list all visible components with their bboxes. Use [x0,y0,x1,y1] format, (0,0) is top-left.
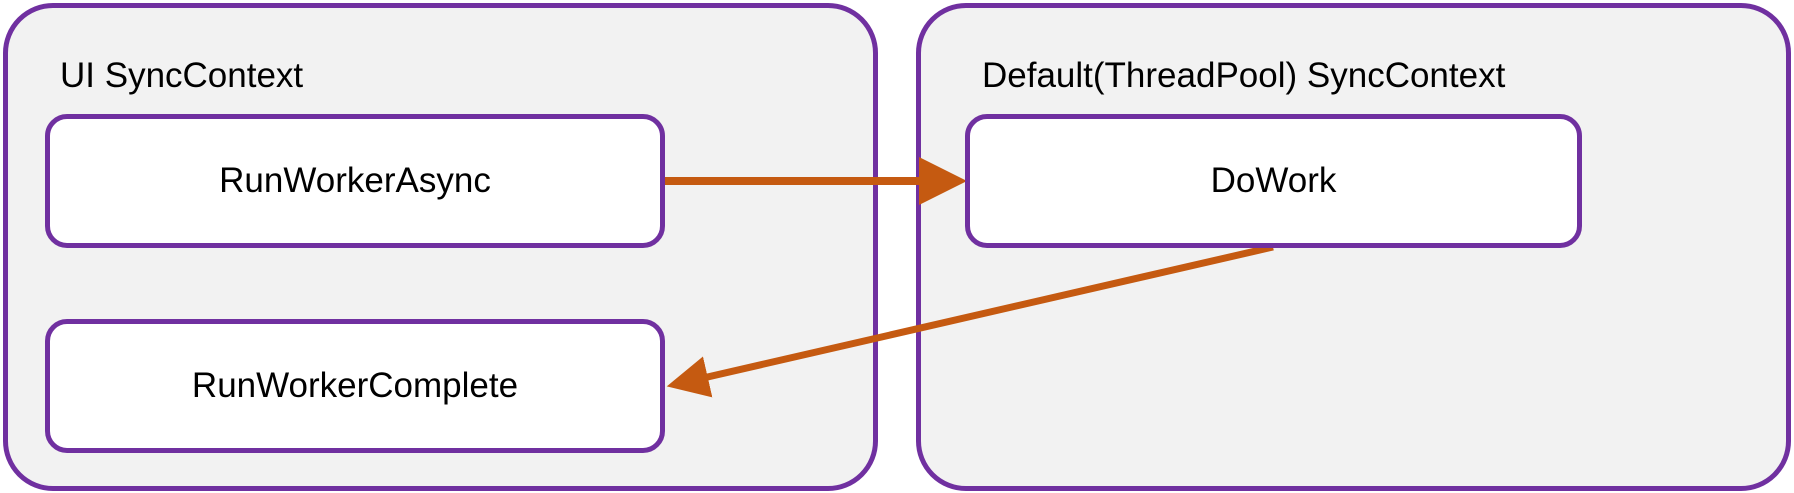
runworkercomplete-label: RunWorkerComplete [191,366,519,405]
runworkerasync-label: RunWorkerAsync [219,161,491,200]
runworkercomplete-node: RunWorkerComplete [45,319,665,453]
dowork-node: DoWork [965,114,1582,248]
threadpool-synccontext-title: Default(ThreadPool) SyncContext [982,56,1506,95]
ui-synccontext-title: UI SyncContext [60,56,304,95]
runworkerasync-node: RunWorkerAsync [45,114,665,248]
dowork-label: DoWork [1210,161,1337,200]
